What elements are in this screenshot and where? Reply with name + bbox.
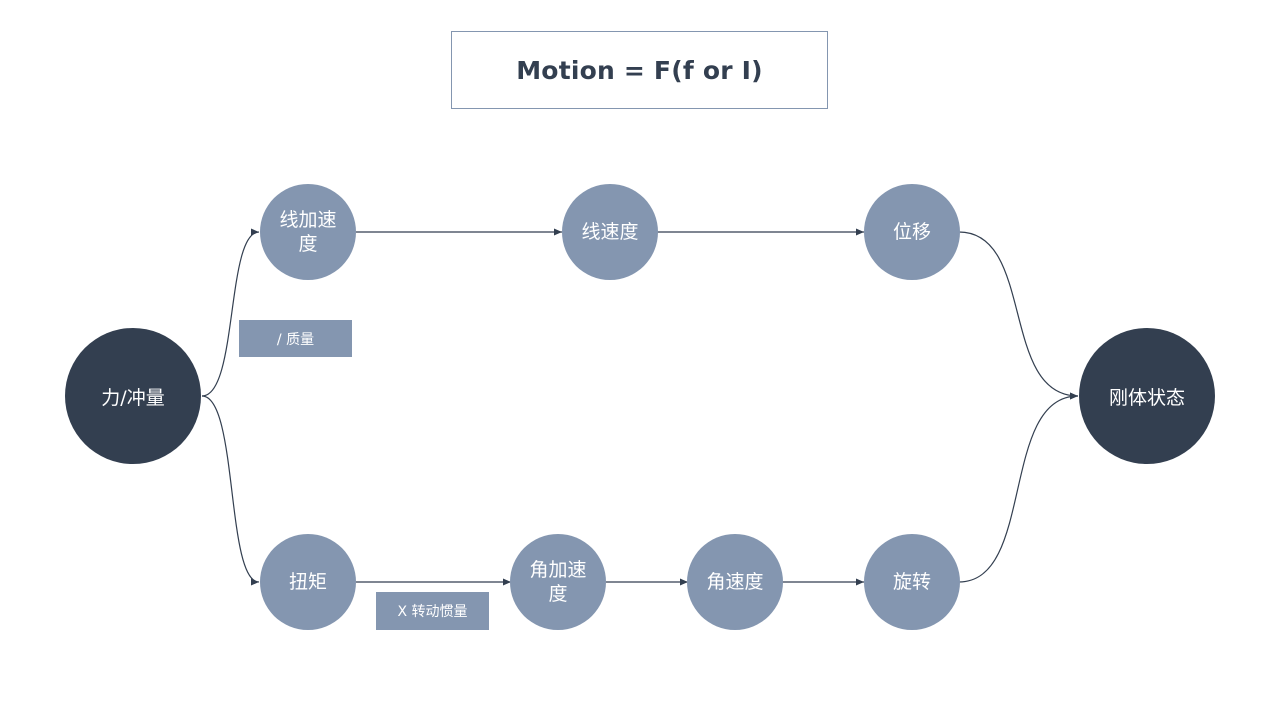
node-displacement: 位移 <box>864 184 960 280</box>
node-torque-label: 扭矩 <box>288 571 327 593</box>
node-rotation-label: 旋转 <box>892 571 931 593</box>
node-angular-acceleration: 角加速度 <box>510 534 606 630</box>
node-displacement-label: 位移 <box>892 221 931 243</box>
node-torque: 扭矩 <box>260 534 356 630</box>
node-linear-acceleration-label: 线加速度 <box>279 209 337 255</box>
edge-rotation-to-rigid-state <box>958 392 1079 583</box>
edge-force-to-linear-accel <box>201 228 260 397</box>
node-angular-velocity-label: 角速度 <box>706 571 764 593</box>
node-angular-velocity: 角速度 <box>687 534 783 630</box>
edge-label-divide-mass-text: / 质量 <box>276 331 315 348</box>
node-force-impulse: 力/冲量 <box>65 328 201 464</box>
node-linear-velocity: 线速度 <box>562 184 658 280</box>
node-force-impulse-label: 力/冲量 <box>101 386 165 409</box>
title-box: Motion = F(f or I) <box>451 31 828 109</box>
edge-label-times-inertia-text: X 转动惯量 <box>397 604 468 620</box>
node-linear-acceleration: 线加速度 <box>260 184 356 280</box>
node-rotation: 旋转 <box>864 534 960 630</box>
edge-label-divide-mass: / 质量 <box>239 320 352 357</box>
node-linear-velocity-label: 线速度 <box>581 221 639 243</box>
edge-force-to-torque <box>201 395 260 586</box>
node-angular-acceleration-label: 角加速度 <box>529 559 587 605</box>
node-rigid-body-state: 刚体状态 <box>1079 328 1215 464</box>
edge-label-times-inertia: X 转动惯量 <box>376 592 489 630</box>
edge-displacement-to-rigid-state <box>958 231 1079 400</box>
node-rigid-body-state-label: 刚体状态 <box>1108 386 1185 409</box>
diagram-title: Motion = F(f or I) <box>516 55 763 85</box>
